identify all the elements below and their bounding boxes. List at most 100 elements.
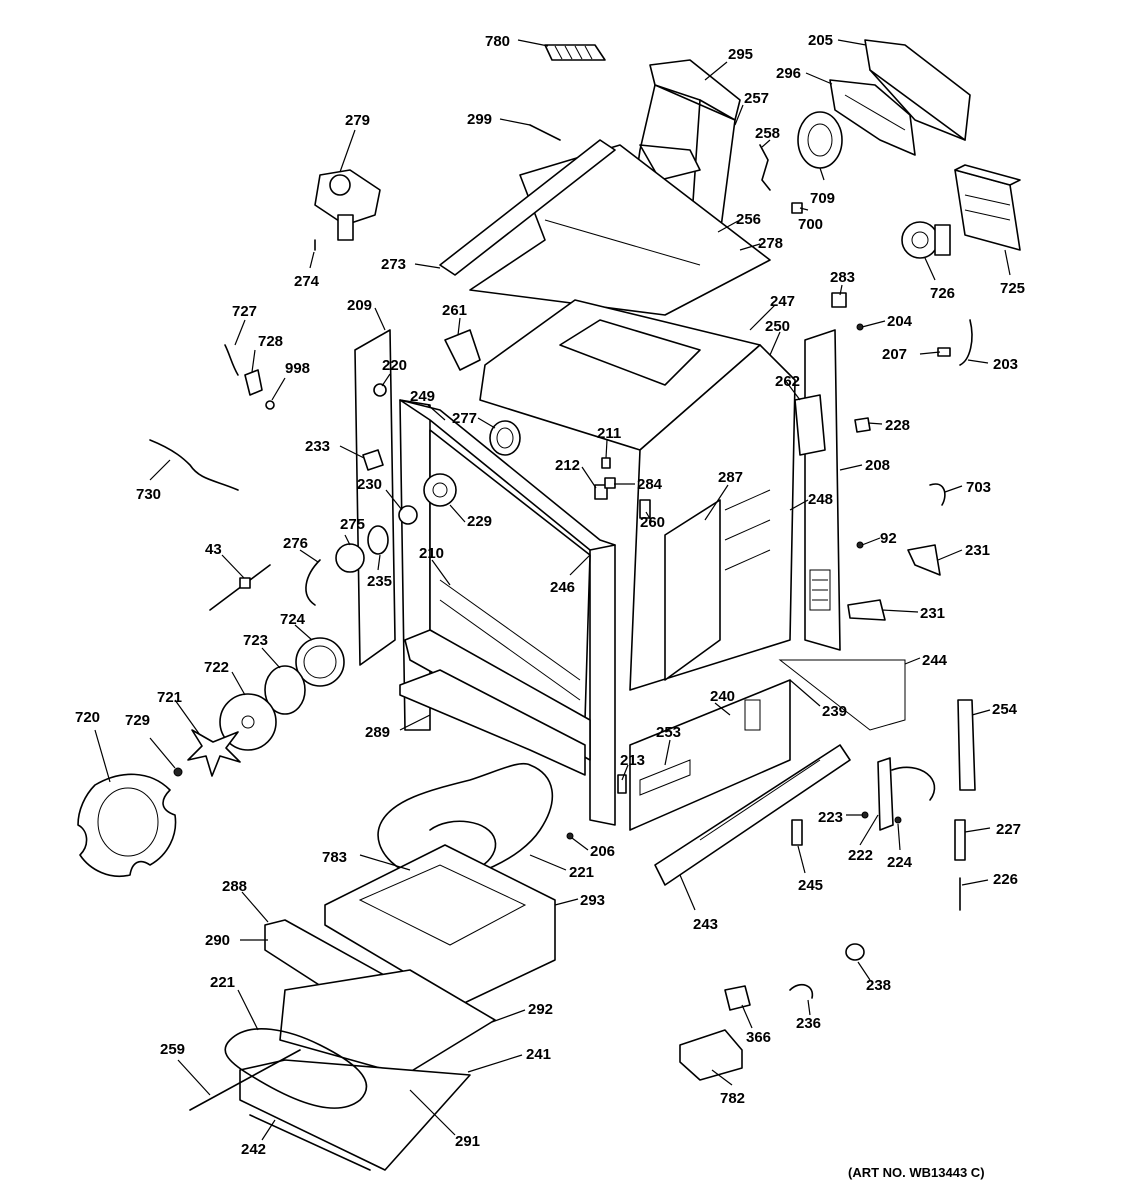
label-289: 289 bbox=[365, 724, 390, 741]
label-253: 253 bbox=[656, 724, 681, 741]
part-780-vent bbox=[544, 44, 606, 61]
label-700: 700 bbox=[798, 216, 823, 233]
part-220-nut bbox=[373, 383, 387, 397]
label-207: 207 bbox=[882, 346, 907, 363]
part-260-bracket bbox=[639, 499, 651, 519]
leader-lines bbox=[94, 39, 1011, 1141]
label-783: 783 bbox=[322, 849, 347, 866]
label-723: 723 bbox=[243, 632, 268, 649]
label-250: 250 bbox=[765, 318, 790, 335]
part-299-screw bbox=[529, 124, 561, 141]
label-284: 284 bbox=[637, 476, 663, 493]
part-233-bracket bbox=[362, 449, 384, 471]
label-203: 203 bbox=[993, 356, 1018, 373]
label-205: 205 bbox=[808, 32, 833, 49]
label-221b: 221 bbox=[210, 974, 235, 991]
label-259: 259 bbox=[160, 1041, 185, 1058]
label-249: 249 bbox=[410, 388, 435, 405]
part-721-fan-blade bbox=[187, 729, 241, 777]
label-245: 245 bbox=[798, 877, 823, 894]
part-726-motor bbox=[901, 221, 951, 259]
part-725-box bbox=[954, 164, 1021, 251]
label-210: 210 bbox=[419, 545, 444, 562]
label-998: 998 bbox=[285, 360, 310, 377]
label-261: 261 bbox=[442, 302, 467, 319]
label-211: 211 bbox=[597, 425, 621, 442]
label-722: 722 bbox=[204, 659, 229, 676]
label-703: 703 bbox=[966, 479, 991, 496]
part-727-wire bbox=[224, 344, 239, 376]
part-labels: 780 295 205 296 257 279 299 258 709 256 … bbox=[75, 32, 1025, 1180]
part-275-lens bbox=[335, 543, 365, 573]
part-208-side-panel bbox=[804, 329, 841, 651]
part-242-slide bbox=[249, 1114, 371, 1171]
part-262-bracket bbox=[794, 394, 826, 456]
label-224: 224 bbox=[887, 854, 913, 871]
part-205-rear-cover bbox=[829, 39, 971, 156]
part-259-rail bbox=[189, 1049, 301, 1111]
part-284-bracket bbox=[604, 477, 616, 489]
label-780: 780 bbox=[485, 33, 510, 50]
label-709: 709 bbox=[810, 190, 835, 207]
part-724-cover bbox=[295, 637, 345, 687]
part-258-clip bbox=[759, 144, 771, 191]
label-230: 230 bbox=[357, 476, 382, 493]
label-229: 229 bbox=[467, 513, 492, 530]
label-276: 276 bbox=[283, 535, 308, 552]
part-224-screw bbox=[894, 816, 902, 824]
label-244: 244 bbox=[922, 652, 948, 669]
label-278: 278 bbox=[758, 235, 783, 252]
part-221-lower-element bbox=[224, 1028, 368, 1109]
label-241: 241 bbox=[526, 1046, 551, 1063]
label-243: 243 bbox=[693, 916, 718, 933]
label-235: 235 bbox=[367, 573, 392, 590]
label-231a: 231 bbox=[965, 542, 990, 559]
label-277: 277 bbox=[452, 410, 477, 427]
label-275: 275 bbox=[340, 516, 365, 533]
part-245-igniter bbox=[791, 819, 803, 846]
label-226: 226 bbox=[993, 871, 1018, 888]
part-212-bracket bbox=[594, 484, 608, 500]
label-720: 720 bbox=[75, 709, 100, 726]
part-293-drawer-body bbox=[324, 844, 556, 1006]
label-227: 227 bbox=[996, 821, 1021, 838]
part-231-bracket-b bbox=[847, 599, 886, 621]
label-254: 254 bbox=[992, 701, 1018, 718]
label-726: 726 bbox=[930, 285, 955, 302]
part-238-grommet bbox=[845, 943, 865, 961]
label-724: 724 bbox=[280, 611, 306, 628]
part-254-hinge bbox=[957, 699, 976, 791]
label-296: 296 bbox=[776, 65, 801, 82]
part-244-gasket bbox=[778, 659, 906, 731]
label-239: 239 bbox=[822, 703, 847, 720]
label-730: 730 bbox=[136, 486, 161, 503]
part-206-screw bbox=[566, 832, 574, 840]
label-729: 729 bbox=[125, 712, 150, 729]
label-233: 233 bbox=[305, 438, 330, 455]
part-366-switch bbox=[724, 985, 751, 1011]
label-248: 248 bbox=[808, 491, 833, 508]
label-204: 204 bbox=[887, 313, 913, 330]
label-209: 209 bbox=[347, 297, 372, 314]
label-262: 262 bbox=[775, 373, 800, 390]
label-221a: 221 bbox=[569, 864, 594, 881]
label-288: 288 bbox=[222, 878, 247, 895]
label-206: 206 bbox=[590, 843, 615, 860]
label-223: 223 bbox=[818, 809, 843, 826]
label-728: 728 bbox=[258, 333, 283, 350]
label-257: 257 bbox=[744, 90, 769, 107]
label-212: 212 bbox=[555, 457, 580, 474]
part-235-bulb bbox=[367, 525, 389, 555]
part-240-lower-panel bbox=[629, 679, 791, 831]
label-279: 279 bbox=[345, 112, 370, 129]
label-295: 295 bbox=[728, 46, 753, 63]
oven-body bbox=[354, 299, 796, 826]
label-222: 222 bbox=[848, 847, 873, 864]
label-242: 242 bbox=[241, 1141, 266, 1158]
label-299: 299 bbox=[467, 111, 492, 128]
part-276-wire bbox=[305, 559, 321, 606]
part-283-clip bbox=[831, 292, 847, 308]
part-222-valve bbox=[877, 757, 936, 831]
label-721: 721 bbox=[157, 689, 182, 706]
